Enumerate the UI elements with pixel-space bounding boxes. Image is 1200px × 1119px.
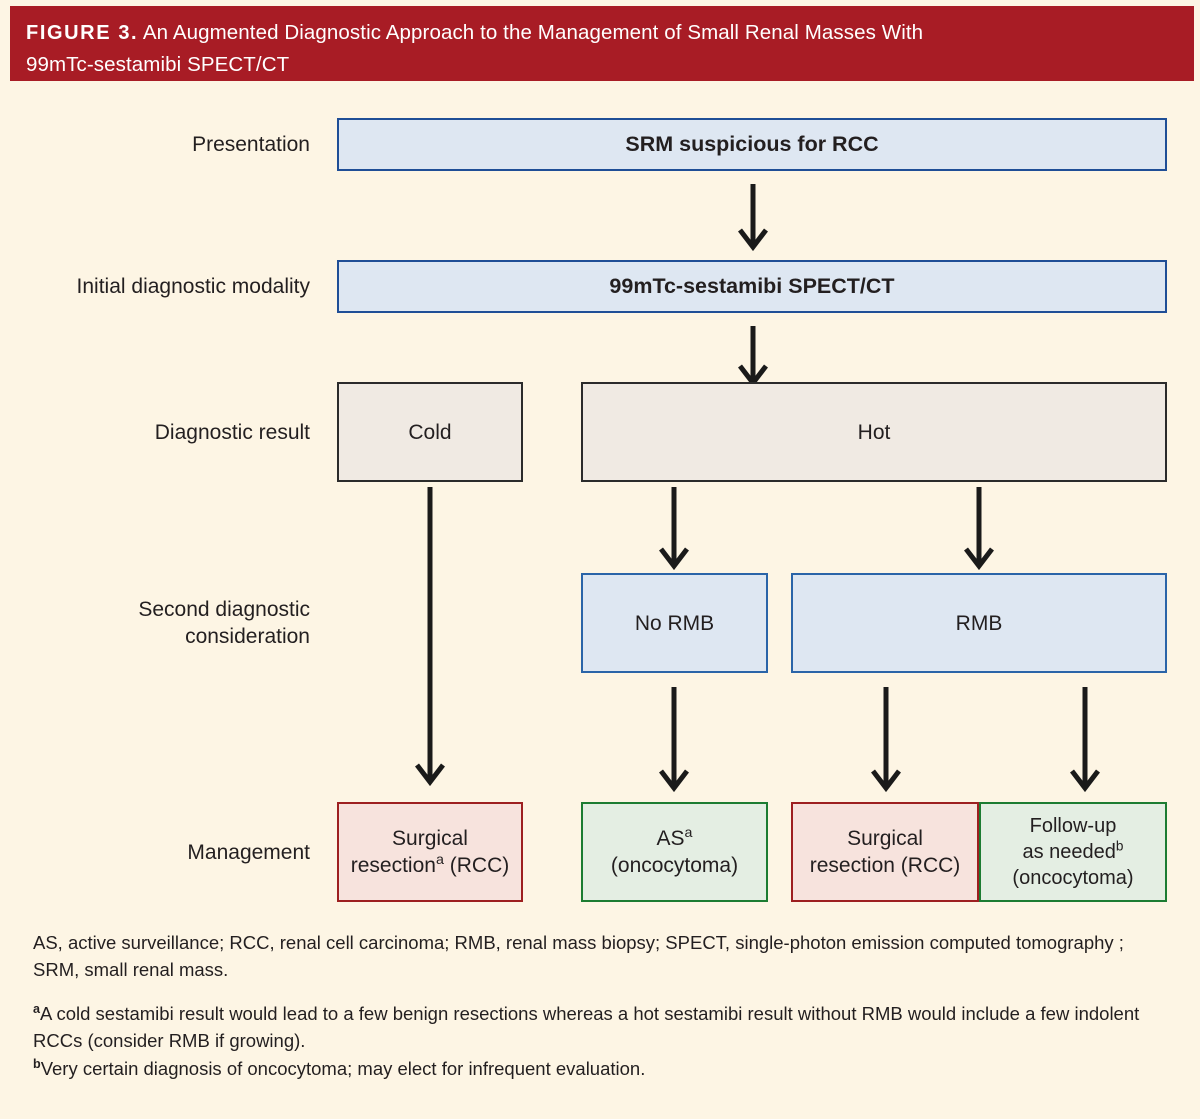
mgmt-as-line2: (oncocytoma) [610,854,739,877]
box-management-surgical-resection-rmb-text: Surgical resection (RCC) [810,825,961,879]
box-99mtc-sestamibi-spect-ct[interactable]: 99mTc-sestamibi SPECT/CT [337,260,1167,313]
mgmt-followup-line1: Follow-up [1029,815,1117,837]
box-cold[interactable]: Cold [337,382,523,482]
box-rmb[interactable]: RMB [791,573,1167,673]
box-management-follow-up-text: Follow-up as neededb (oncocytoma) [1012,813,1133,891]
arrow-cold-to-surgical-resection [415,487,445,787]
mgmt-rmb-surgical-line2: resection (RCC) [809,854,961,877]
mgmt-as-line1-pre: AS [656,827,685,850]
figure-header: FIGURE 3. An Augmented Diagnostic Approa… [0,0,1200,81]
arrow-hot-to-rmb [964,487,994,571]
footnote-a: aA cold sestamibi result would lead to a… [33,1000,1173,1054]
row-label-diagnostic-result: Diagnostic result [154,421,310,444]
arrow-rmb-to-follow-up [1070,687,1100,793]
figure-number-label: FIGURE 3. [26,22,139,44]
footnote-b-marker: b [33,1056,41,1071]
row-label-second-diagnostic-consideration: Second diagnostic consideration [138,598,310,648]
mgmt-cold-line1: Surgical [392,827,468,850]
figure-header-text: FIGURE 3. An Augmented Diagnostic Approa… [26,17,1164,80]
box-management-active-surveillance-text: ASa (oncocytoma) [611,825,738,879]
arrow-no-rmb-to-as [659,687,689,793]
arrow-hot-to-no-rmb [659,487,689,571]
box-srm-suspicious-for-rcc[interactable]: SRM suspicious for RCC [337,118,1167,171]
mgmt-as-footnote-marker: a [684,825,693,841]
mgmt-cold-footnote-marker: a [435,852,444,868]
footnote-b-text: Very certain diagnosis of oncocytoma; ma… [40,1058,646,1079]
mgmt-cold-line2-pre: resection [350,854,436,877]
row-label-presentation: Presentation [192,133,310,156]
footnote-b: bVery certain diagnosis of oncocytoma; m… [33,1055,1173,1082]
arrow-srm-to-spect [738,184,768,252]
box-management-surgical-resection-cold-text: Surgical resectiona (RCC) [351,825,509,879]
mgmt-rmb-surgical-line1: Surgical [847,827,923,850]
mgmt-followup-line3: (oncocytoma) [1012,867,1134,889]
footnote-abbreviations: AS, active surveillance; RCC, renal cell… [33,932,1124,980]
footnote-a-text: A cold sestamibi result would lead to a … [33,1003,1140,1051]
box-management-active-surveillance[interactable]: ASa (oncocytoma) [581,802,768,902]
mgmt-followup-line2-pre: as needed [1022,841,1116,863]
row-label-management: Management [187,841,310,864]
footnote-a-marker: a [33,1001,40,1016]
mgmt-followup-footnote-marker: b [1115,838,1124,854]
box-management-surgical-resection-cold[interactable]: Surgical resectiona (RCC) [337,802,523,902]
box-management-surgical-resection-rmb[interactable]: Surgical resection (RCC) [791,802,979,902]
box-hot[interactable]: Hot [581,382,1167,482]
arrow-spect-to-results [738,326,768,388]
box-no-rmb[interactable]: No RMB [581,573,768,673]
figure-title-line2: 99mTc-sestamibi SPECT/CT [26,53,290,76]
figure-title-line1: An Augmented Diagnostic Approach to the … [142,21,924,44]
arrow-rmb-to-surgical-resection [871,687,901,793]
mgmt-cold-line2-post: (RCC) [443,854,510,877]
box-management-follow-up[interactable]: Follow-up as neededb (oncocytoma) [979,802,1167,902]
row-label-initial-diagnostic-modality: Initial diagnostic modality [76,275,310,298]
